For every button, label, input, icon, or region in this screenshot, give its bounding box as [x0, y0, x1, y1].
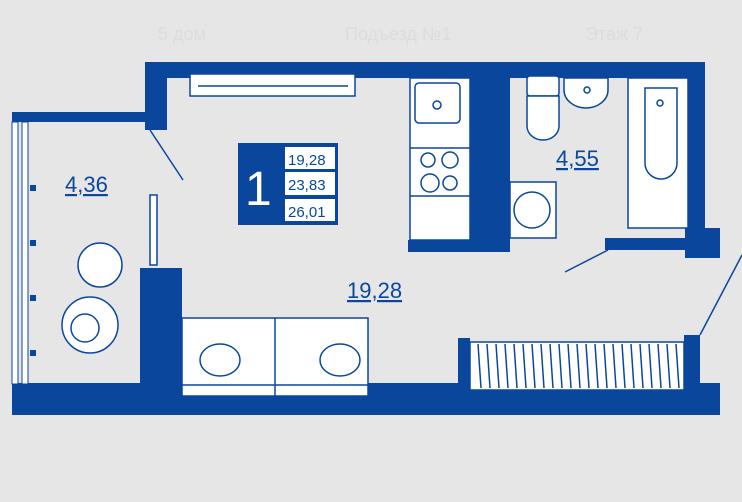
hatch-line — [549, 343, 554, 389]
balcony-furniture — [30, 185, 123, 356]
total-with-balcony-value: 26,01 — [288, 204, 326, 221]
room-count: 1 — [245, 163, 272, 216]
hatch-line — [594, 343, 599, 389]
hatch-line — [576, 343, 581, 389]
bathroom-fixtures — [509, 75, 689, 239]
apartment-badge: 1 19,28 23,83 26,01 — [238, 143, 338, 225]
door-swing — [699, 254, 742, 336]
hatch-line — [585, 343, 590, 389]
total-area-value: 23,83 — [288, 177, 326, 194]
floor-label: Этаж 7 — [585, 24, 643, 44]
hatch-line — [567, 343, 572, 389]
hatch-line — [531, 343, 536, 389]
living-area: 19,28 — [347, 278, 402, 303]
building-label: 5 дом — [158, 24, 206, 44]
hatch-line — [504, 343, 509, 389]
hatch-line — [630, 343, 635, 389]
door-swing — [149, 129, 184, 181]
hatch-line — [603, 343, 608, 389]
hatch-line — [621, 343, 626, 389]
window-sill — [189, 73, 356, 97]
hatch-line — [522, 343, 527, 389]
kitchen-unit — [409, 77, 471, 241]
hatch-line — [657, 343, 662, 389]
hatch-line — [486, 343, 491, 389]
hatch-line — [639, 343, 644, 389]
hatched-area — [469, 341, 685, 391]
entrance-label: Подъезд №1 — [345, 24, 451, 44]
hatch-line — [540, 343, 545, 389]
living-area-value: 19,28 — [288, 152, 326, 169]
hatch-line — [666, 343, 671, 389]
balcony-area: 4,36 — [65, 172, 108, 197]
hatch-line — [648, 343, 653, 389]
header-faint-text: 5 дом Подъезд №1 Этаж 7 — [158, 24, 643, 44]
sofa — [181, 317, 369, 397]
hatch-line — [513, 343, 518, 389]
hatch-line — [495, 343, 500, 389]
hatch-line — [558, 343, 563, 389]
bathroom-area: 4,55 — [556, 146, 599, 171]
hatch-line — [675, 343, 680, 389]
hatch-line — [612, 343, 617, 389]
door-swing — [564, 249, 609, 273]
hatch-line — [477, 343, 482, 389]
